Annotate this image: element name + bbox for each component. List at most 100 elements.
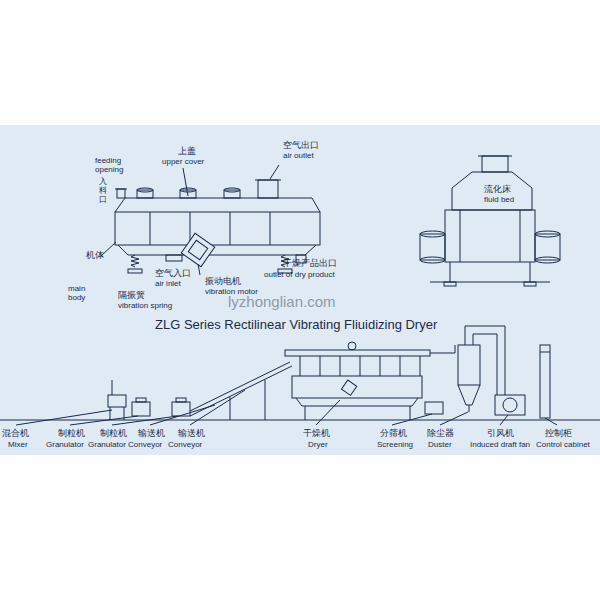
part-label: 干燥产品出口 <box>283 258 337 268</box>
dryer-side-view <box>460 210 461 262</box>
part-label: 隔振簧 <box>118 290 145 300</box>
production-line <box>132 402 150 416</box>
production-line <box>110 407 111 420</box>
dryer-side-view <box>478 156 512 157</box>
part-label: outlet of dry product <box>264 270 335 279</box>
dryer-side-view <box>535 257 560 263</box>
production-line <box>440 412 468 425</box>
dryer-front-view <box>115 212 320 245</box>
dryer-side-view <box>445 210 535 262</box>
dryer-side-view <box>530 262 531 282</box>
part-label: 分筛机 <box>380 428 407 438</box>
production-line <box>112 380 113 395</box>
part-label: 入料口 <box>99 178 107 204</box>
dryer-side-view <box>524 282 536 286</box>
part-label: fluid bed <box>484 195 514 204</box>
part-label: Screening <box>377 440 413 449</box>
dryer-side-view <box>420 234 445 260</box>
production-line <box>540 345 550 418</box>
part-label: 空气出口 <box>283 140 319 150</box>
dryer-side-view <box>535 231 560 237</box>
dryer-side-view <box>535 234 560 260</box>
part-label: Dryer <box>308 440 328 449</box>
production-line <box>265 380 266 420</box>
production-line <box>420 356 421 376</box>
part-label: 混合机 <box>2 428 29 438</box>
part-label: Mixer <box>8 440 28 449</box>
production-line <box>400 356 401 376</box>
production-line <box>392 414 432 425</box>
part-label: 振动电机 <box>205 276 241 286</box>
part-label: 机体 <box>86 250 104 260</box>
part-label: 除尘器 <box>427 428 454 438</box>
dryer-front-view <box>131 255 139 267</box>
dryer-front-view <box>198 264 200 275</box>
production-line <box>0 420 600 421</box>
part-label: 输送机 <box>178 428 205 438</box>
part-label: feeding opening <box>95 156 131 174</box>
part-label: 制粒机 <box>100 428 127 438</box>
dryer-front-view <box>224 188 240 192</box>
production-line <box>430 345 455 353</box>
production-line <box>112 416 178 425</box>
part-label: 空气入口 <box>155 268 191 278</box>
dryer-front-view <box>115 198 320 212</box>
dryer-side-view <box>482 156 508 172</box>
dryer-front-view <box>230 212 231 245</box>
production-line <box>458 385 480 405</box>
production-line <box>473 334 497 395</box>
production-line <box>469 405 470 412</box>
production-line <box>540 352 550 353</box>
production-line <box>0 326 600 425</box>
production-line <box>300 356 301 376</box>
dryer-front-view <box>115 189 127 190</box>
production-line <box>503 398 517 412</box>
production-line <box>285 350 430 356</box>
part-label: 引风机 <box>487 428 514 438</box>
part-label: 上盖 <box>178 146 196 156</box>
background-panel <box>0 125 600 455</box>
dryer-side-view <box>450 262 451 282</box>
part-label: 控制柜 <box>545 428 572 438</box>
part-label: Induced draft fan <box>470 440 530 449</box>
part-label: air inlet <box>155 279 181 288</box>
part-label: upper cover <box>162 157 204 166</box>
dryer-front-view <box>255 180 281 181</box>
diagram-title: ZLG Series Rectilinear Vibrating Fliuidi… <box>155 318 437 333</box>
production-line <box>380 356 381 376</box>
dryer-side-view <box>420 156 560 286</box>
production-line <box>458 345 480 385</box>
part-label: 制粒机 <box>58 428 85 438</box>
dryer-side-view <box>444 282 456 286</box>
dryer-side-view <box>520 210 521 262</box>
part-label: 流化床 <box>484 184 511 194</box>
dryer-front-view <box>128 269 142 273</box>
dryer-front-view <box>118 245 316 255</box>
dryer-front-view <box>183 168 188 196</box>
part-label: Granulator <box>88 440 126 449</box>
part-label: vibration spring <box>118 301 172 310</box>
production-line <box>176 398 186 402</box>
production-line <box>360 356 361 376</box>
production-line <box>410 406 411 420</box>
dryer-front-view <box>117 189 125 198</box>
dryer-front-view <box>137 188 153 192</box>
production-line <box>500 415 508 425</box>
dryer-front-view <box>150 212 151 245</box>
production-line <box>425 402 443 414</box>
production-line <box>320 356 321 376</box>
production-line <box>296 398 418 406</box>
production-line <box>190 362 290 411</box>
dryer-front-view <box>270 165 279 179</box>
production-line <box>292 376 422 398</box>
watermark: lyzhonglian.com <box>228 293 336 310</box>
dryer-side-view <box>420 257 445 263</box>
part-label: Conveyor <box>128 440 162 449</box>
production-line <box>305 406 306 420</box>
dryer-side-view <box>420 231 445 237</box>
dryer-front-view <box>258 180 278 198</box>
production-line <box>340 356 341 376</box>
part-label: Duster <box>428 440 452 449</box>
production-line <box>341 380 356 395</box>
